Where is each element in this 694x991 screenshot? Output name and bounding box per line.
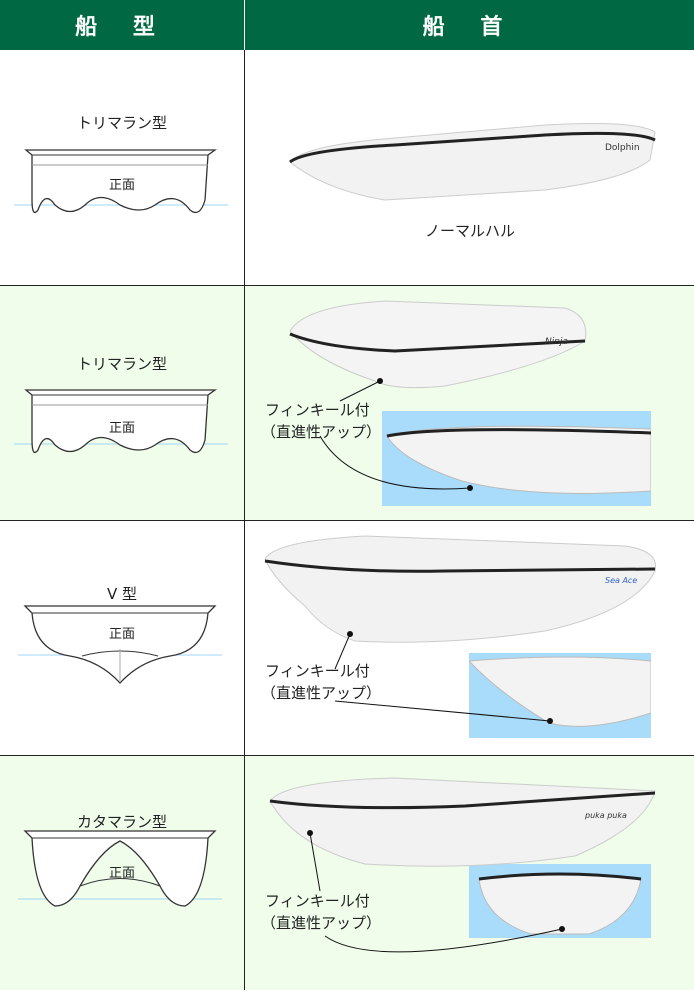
- header-bow: 船 首: [422, 15, 517, 40]
- keel-closeup-photo: [469, 864, 651, 938]
- bow-cell: Dolphin ノーマルハル: [245, 50, 694, 285]
- bow-label-note: （直進性アップ）: [261, 423, 382, 441]
- bow-label: フィンキール付: [265, 892, 370, 910]
- fin-keel-marker: [559, 926, 565, 932]
- bow-cell: Sea Ace フィンキール付 （直進性アップ）: [245, 521, 694, 755]
- callout-line: [309, 832, 321, 892]
- hull-type-label: トリマラン型: [76, 114, 167, 132]
- bow-cell: Ninja フィンキール付 （直進性アップ）: [245, 286, 694, 520]
- bow-label-note: （直進性アップ）: [261, 914, 382, 932]
- table-row: トリマラン型 正面 Ninja フィンキール付 （直進性アップ）: [0, 285, 694, 520]
- boat-photo: Sea Ace: [264, 535, 657, 724]
- callout-line: [334, 700, 551, 722]
- boat-photo: Ninja: [289, 300, 587, 491]
- bow-label-note: （直進性アップ）: [261, 684, 382, 702]
- callout-line: [319, 435, 471, 490]
- boat-photo: Dolphin: [289, 123, 656, 201]
- view-label: 正面: [108, 866, 135, 881]
- callout-line: [339, 380, 381, 402]
- boat-name: Sea Ace: [605, 576, 637, 585]
- view-label: 正面: [108, 421, 135, 436]
- boat-name: Ninja: [545, 337, 568, 347]
- bow-cell: puka puka フィンキール付 （直進性アップ）: [245, 756, 694, 990]
- bow-label: フィンキール付: [265, 662, 370, 680]
- callout-line: [324, 928, 563, 953]
- v-hull-diagram: [18, 605, 222, 684]
- header-hull-type: 船 型: [0, 0, 245, 50]
- hull-type-label: V 型: [106, 585, 138, 603]
- fin-keel-marker: [547, 718, 553, 724]
- bow-label: フィンキール付: [265, 401, 370, 419]
- hull-type-cell: V 型 正面: [0, 521, 245, 755]
- catamaran-diagram: [18, 830, 222, 907]
- table-row: V 型 正面 Sea Ace フィンキール付 （直進性アップ）: [0, 520, 694, 755]
- hull-type-cell: トリマラン型 正面: [0, 286, 245, 520]
- bow-label: ノーマルハル: [425, 222, 516, 240]
- hull-type-cell: トリマラン型 正面: [0, 50, 245, 285]
- view-label: 正面: [108, 178, 135, 193]
- boat-name: Dolphin: [605, 143, 640, 153]
- table-row: トリマラン型 正面 Dolphin ノーマルハル: [0, 50, 694, 285]
- hull-type-cell: カタマラン型 正面: [0, 756, 245, 990]
- fin-keel-marker: [467, 485, 473, 491]
- table-row: カタマラン型 正面 puka puka フィンキール付 （直進性アップ）: [0, 755, 694, 990]
- callout-line: [334, 633, 351, 670]
- trimaran-diagram: [14, 149, 228, 214]
- view-label: 正面: [108, 627, 135, 642]
- keel-closeup-photo: [382, 411, 651, 506]
- boat-name: puka puka: [584, 811, 627, 820]
- hull-type-label: トリマラン型: [76, 355, 167, 373]
- hull-type-label: カタマラン型: [76, 813, 167, 831]
- trimaran-diagram: [14, 389, 228, 454]
- keel-closeup-photo: [469, 653, 651, 738]
- table-header: 船 型 船 首: [0, 0, 694, 50]
- boat-photo: puka puka: [269, 777, 656, 953]
